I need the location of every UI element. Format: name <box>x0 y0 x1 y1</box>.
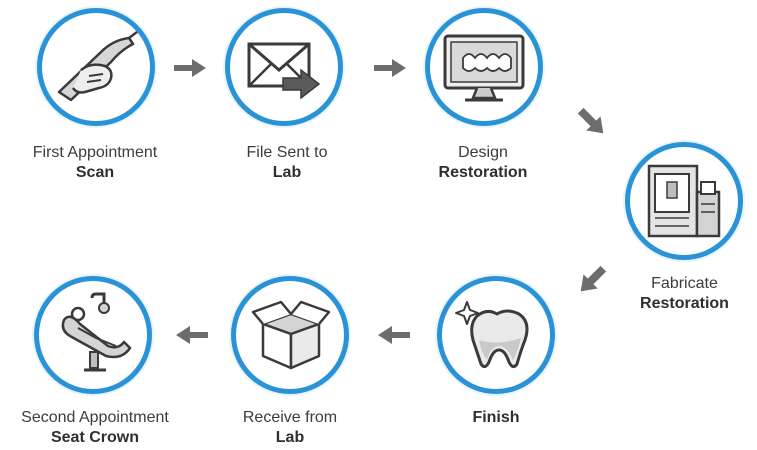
step-1-circle <box>37 8 155 126</box>
step-7-circle <box>34 276 152 394</box>
step-4-line2: Restoration <box>640 295 729 312</box>
step-2-line2: Lab <box>272 164 302 181</box>
step-5-circle <box>437 276 555 394</box>
open-box-icon <box>251 300 331 370</box>
step-2-line1: File Sent to <box>246 144 328 161</box>
step-1-line2: Scan <box>75 164 115 181</box>
step-4-circle <box>625 142 743 260</box>
step-6-label: Receive from Lab <box>210 408 370 448</box>
dental-chair-icon <box>61 292 132 372</box>
step-4-label: Fabricate Restoration <box>617 274 752 314</box>
arrow-down-right <box>577 107 604 134</box>
arrow-down-left <box>580 265 607 292</box>
step-2-circle <box>225 8 343 126</box>
step-7-line2: Seat Crown <box>50 429 139 446</box>
step-5-line2: Finish <box>472 409 520 426</box>
arrow-left-2 <box>176 326 208 344</box>
step-7-line1: Second Appointment <box>21 409 169 426</box>
arrow-right-2 <box>374 59 406 77</box>
arrow-right-1 <box>174 59 206 77</box>
step-6-line2: Lab <box>275 429 305 446</box>
step-3-label: Design Restoration <box>403 143 563 183</box>
step-3-circle <box>425 8 543 126</box>
intraoral-scanner-icon <box>57 31 138 102</box>
monitor-design-icon <box>443 34 525 102</box>
step-7-label: Second Appointment Seat Crown <box>0 408 190 448</box>
envelope-send-icon <box>247 42 321 100</box>
milling-machine-icon <box>647 164 721 238</box>
step-5-label: Finish <box>437 408 555 428</box>
arrow-left-1 <box>378 326 410 344</box>
step-1-label: First Appointment Scan <box>0 143 190 183</box>
step-3-line2: Restoration <box>438 164 528 181</box>
step-2-label: File Sent to Lab <box>207 143 367 183</box>
step-6-circle <box>231 276 349 394</box>
shiny-tooth-icon <box>455 301 529 369</box>
step-1-line1: First Appointment <box>32 144 158 161</box>
step-4-line1: Fabricate <box>651 275 718 292</box>
step-3-line1: Design <box>458 144 508 161</box>
step-6-line1: Receive from <box>242 409 338 426</box>
